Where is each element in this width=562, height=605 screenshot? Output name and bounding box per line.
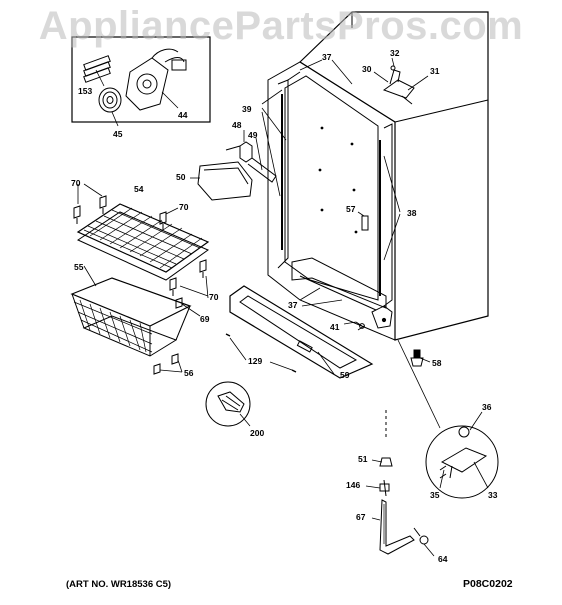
wire-shelf bbox=[76, 203, 210, 281]
fitting-detail-200 bbox=[205, 381, 251, 427]
callout-36: 36 bbox=[482, 402, 492, 412]
callout-200: 200 bbox=[250, 428, 264, 438]
callout-41: 41 bbox=[330, 322, 340, 332]
top-hinge-part bbox=[382, 65, 415, 105]
callout-70-left: 70 bbox=[71, 178, 81, 188]
callout-44: 44 bbox=[178, 110, 188, 120]
callout-69: 69 bbox=[200, 314, 210, 324]
drain-assembly bbox=[379, 410, 429, 555]
callout-45: 45 bbox=[113, 129, 123, 139]
callout-35: 35 bbox=[430, 490, 440, 500]
callout-55: 55 bbox=[74, 262, 84, 272]
callout-numbers: 153 44 45 37 32 30 31 39 48 49 50 70 54 … bbox=[71, 48, 498, 564]
callout-57: 57 bbox=[346, 204, 356, 214]
light-assembly bbox=[197, 141, 277, 201]
callout-32: 32 bbox=[390, 48, 400, 58]
callout-48: 48 bbox=[232, 120, 242, 130]
callout-153: 153 bbox=[78, 86, 92, 96]
fan-hub-part bbox=[98, 87, 122, 113]
art-number-label: (ART NO. WR18536 C5) bbox=[66, 579, 172, 590]
callout-50: 50 bbox=[176, 172, 186, 182]
shelf-clips bbox=[73, 195, 207, 296]
kickplate-grille bbox=[229, 285, 374, 379]
callout-38: 38 bbox=[407, 208, 417, 218]
motor-bracket-part bbox=[125, 48, 187, 111]
callout-146: 146 bbox=[346, 480, 360, 490]
hinge-detail-circle bbox=[425, 425, 499, 499]
callout-129: 129 bbox=[248, 356, 262, 366]
callout-31: 31 bbox=[430, 66, 440, 76]
coil-part bbox=[83, 55, 111, 83]
callout-59: 59 bbox=[340, 370, 350, 380]
wire-basket bbox=[70, 277, 192, 357]
freezer-cabinet bbox=[267, 11, 489, 367]
callout-37-bottom: 37 bbox=[288, 300, 298, 310]
callout-37-top: 37 bbox=[322, 52, 332, 62]
callout-70-mid: 70 bbox=[179, 202, 189, 212]
callout-51: 51 bbox=[358, 454, 368, 464]
callout-70-right: 70 bbox=[209, 292, 219, 302]
callout-30: 30 bbox=[362, 64, 372, 74]
callout-33: 33 bbox=[488, 490, 498, 500]
callout-49: 49 bbox=[248, 130, 258, 140]
callout-54: 54 bbox=[134, 184, 144, 194]
callout-56: 56 bbox=[184, 368, 194, 378]
inset-motor-detail bbox=[71, 36, 211, 123]
callout-39: 39 bbox=[242, 104, 252, 114]
leader-lines bbox=[77, 57, 489, 557]
callout-58: 58 bbox=[432, 358, 442, 368]
callout-67: 67 bbox=[356, 512, 366, 522]
diagram-code-label: P08C0202 bbox=[463, 578, 513, 590]
callout-64: 64 bbox=[438, 554, 448, 564]
